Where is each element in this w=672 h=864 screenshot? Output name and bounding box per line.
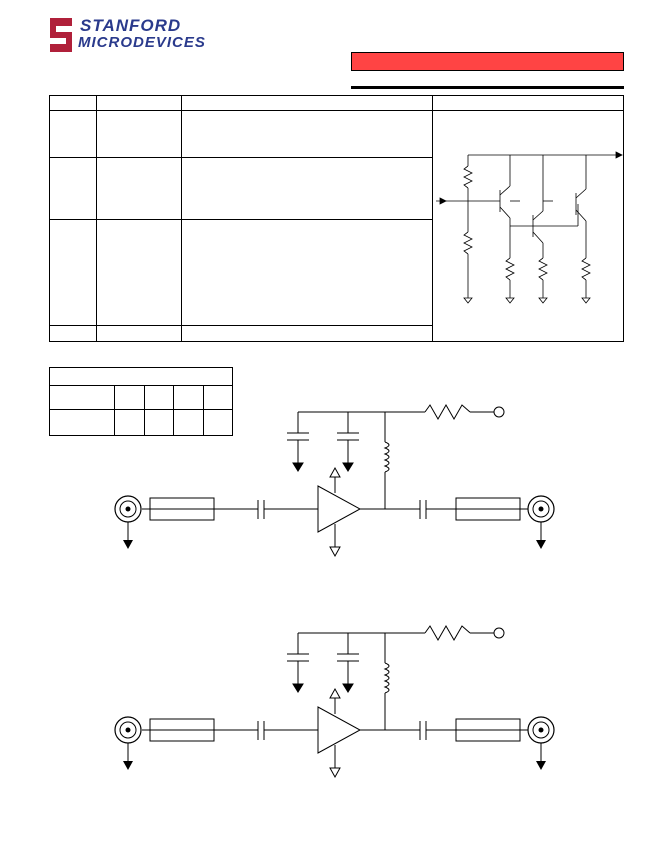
company-logo: STANFORD MICRODEVICES <box>46 16 205 56</box>
table-row <box>49 385 233 410</box>
table-row <box>49 110 624 342</box>
internal-schematic <box>436 151 623 304</box>
table-row <box>49 325 624 342</box>
logo-s-icon <box>50 18 72 52</box>
table-row <box>49 409 233 436</box>
application-circuit-1 <box>142 403 528 558</box>
application-circuit-2 <box>142 624 528 779</box>
input-connector-icon <box>114 716 142 744</box>
output-connector-icon <box>527 716 555 744</box>
header-rule <box>351 86 624 89</box>
header-red-bar <box>351 52 624 71</box>
logo-line1: STANFORD <box>80 16 182 35</box>
table-row <box>49 219 624 326</box>
output-connector-icon <box>527 495 555 523</box>
logo-line2: MICRODEVICES <box>78 34 206 51</box>
input-connector-icon <box>114 495 142 523</box>
bias-table <box>49 367 233 436</box>
pin-description-table <box>49 95 624 342</box>
